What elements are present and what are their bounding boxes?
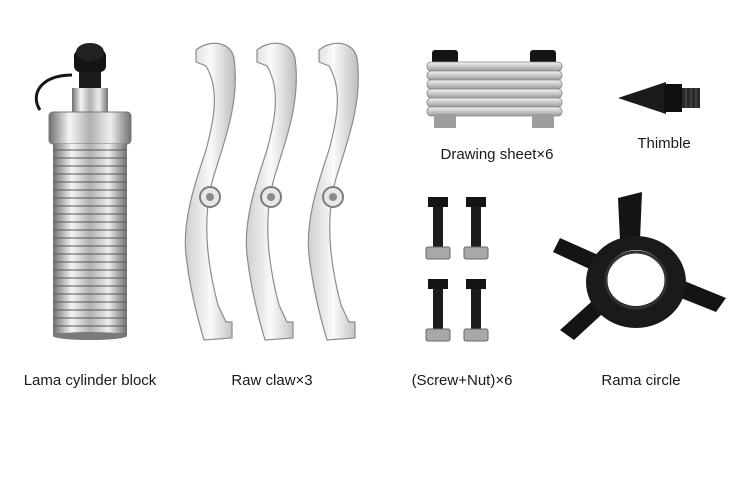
raw-claw-image (184, 42, 360, 341)
lama-cylinder-block-image (34, 43, 132, 340)
item-caption-rama-circle: Rama circle (601, 372, 681, 389)
item-caption-raw-claw: Raw claw×3 (231, 372, 313, 389)
thimble-image (618, 82, 700, 114)
screw-nut-image (425, 196, 489, 342)
rama-circle-image (553, 192, 726, 340)
item-caption-drawing-sheet: Drawing sheet×6 (440, 146, 554, 163)
item-caption-screw-nut: (Screw+Nut)×6 (411, 372, 513, 389)
item-caption-lama-cylinder-block: Lama cylinder block (23, 372, 157, 389)
item-caption-thimble: Thimble (637, 135, 691, 152)
drawing-sheet-image (426, 50, 563, 128)
